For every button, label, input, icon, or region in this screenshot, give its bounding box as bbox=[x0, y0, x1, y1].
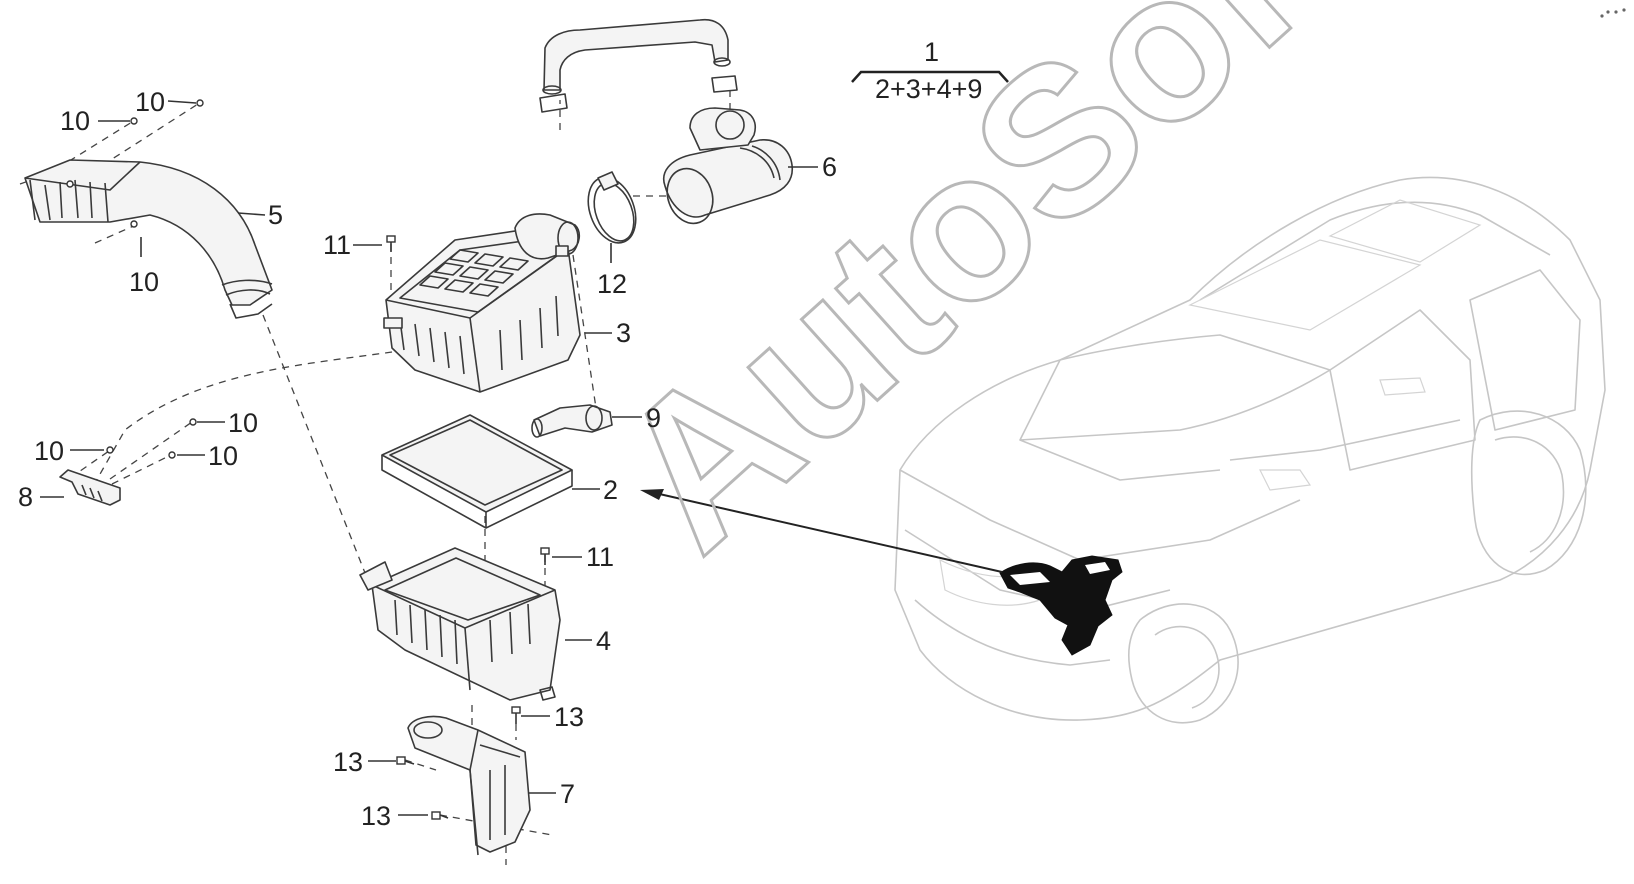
screw-10-icon bbox=[168, 451, 176, 459]
callout-10: 10 bbox=[34, 436, 64, 466]
screw-10-icon bbox=[106, 446, 114, 454]
callout-10: 10 bbox=[129, 267, 159, 297]
callout-10: 10 bbox=[135, 87, 165, 117]
screw-head-icon bbox=[396, 756, 406, 765]
callout-10: 10 bbox=[228, 408, 258, 438]
callout-13: 13 bbox=[333, 747, 363, 777]
part-11-screw-upper bbox=[386, 235, 396, 252]
callout-11: 11 bbox=[586, 542, 614, 572]
callout-9: 9 bbox=[646, 403, 661, 433]
part-13-screws bbox=[396, 706, 521, 820]
callout-11: 11 bbox=[323, 230, 351, 260]
part-7-mount-bracket bbox=[407, 715, 531, 856]
screw-head-icon bbox=[511, 706, 521, 714]
part-11-screw-lower bbox=[540, 547, 550, 565]
callout-7: 7 bbox=[560, 779, 575, 809]
screw-10-icon bbox=[130, 220, 138, 228]
screw-head-icon bbox=[540, 547, 550, 555]
location-arrow bbox=[640, 489, 1003, 573]
part-5-intake-duct bbox=[24, 159, 273, 319]
callout-4: 4 bbox=[596, 626, 611, 656]
highlighted-intake-assembly bbox=[999, 555, 1123, 656]
part-10-screws bbox=[106, 99, 204, 459]
callout-3: 3 bbox=[616, 318, 631, 348]
screw-10-icon bbox=[130, 117, 138, 125]
part-8-bracket bbox=[59, 469, 121, 506]
part-2-filter-element bbox=[381, 414, 573, 529]
part-3-filter-cover bbox=[383, 213, 581, 393]
screw-10-icon bbox=[196, 99, 204, 107]
group-number: 1 bbox=[924, 37, 939, 67]
part-4-filter-housing bbox=[359, 547, 561, 701]
corner-marks bbox=[1600, 8, 1626, 18]
callout-6: 6 bbox=[822, 152, 837, 182]
callout-5: 5 bbox=[268, 200, 283, 230]
group-composition: 2+3+4+9 bbox=[875, 74, 982, 104]
callout-13: 13 bbox=[554, 702, 584, 732]
callout-8: 8 bbox=[18, 482, 33, 512]
screw-head-icon bbox=[386, 235, 396, 243]
part-6-intake-hose bbox=[539, 18, 794, 225]
callout-12: 12 bbox=[597, 269, 627, 299]
callout-2: 2 bbox=[603, 475, 618, 505]
part-12-clamp bbox=[587, 171, 637, 244]
callout-10: 10 bbox=[208, 441, 238, 471]
part-9-breather-hose bbox=[531, 404, 613, 438]
callout-labels: 10 10 5 10 11 6 12 3 9 10 10 10 8 2 11 4… bbox=[18, 87, 837, 831]
leader-lines bbox=[40, 100, 818, 816]
screw-10-icon bbox=[66, 180, 74, 188]
screw-head-icon bbox=[431, 811, 441, 820]
callout-13: 13 bbox=[361, 801, 391, 831]
screw-10-icon bbox=[189, 418, 197, 426]
group-bracket: 1 2+3+4+9 bbox=[851, 37, 1009, 104]
callout-10: 10 bbox=[60, 106, 90, 136]
